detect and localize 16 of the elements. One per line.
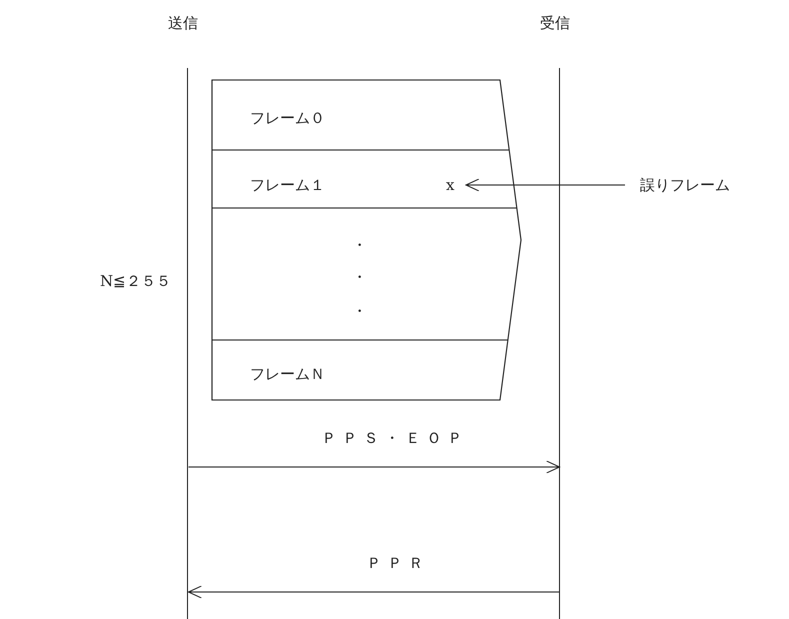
count-note: N≦２５５ <box>100 272 172 290</box>
lifeline-label: 受信 <box>540 14 570 32</box>
message-label: ＰＰＲ <box>366 554 430 572</box>
frame-label: フレーム０ <box>250 109 325 127</box>
ellipsis-dot: ・ <box>352 268 367 286</box>
ellipsis-dot: ・ <box>352 236 367 254</box>
message-label: ＰＰＳ・ＥＯＰ <box>322 429 468 447</box>
message-arrow <box>188 586 560 598</box>
message-arrow <box>188 460 560 474</box>
frame-label: フレームＮ <box>250 365 325 383</box>
ellipsis-dot: ・ <box>352 302 367 320</box>
frame-label: フレーム１ <box>250 176 325 194</box>
error-mark: x <box>446 176 454 194</box>
lifeline-label: 送信 <box>168 14 198 32</box>
leader-arrow <box>466 178 625 192</box>
callout-label: 誤りフレーム <box>640 176 730 194</box>
